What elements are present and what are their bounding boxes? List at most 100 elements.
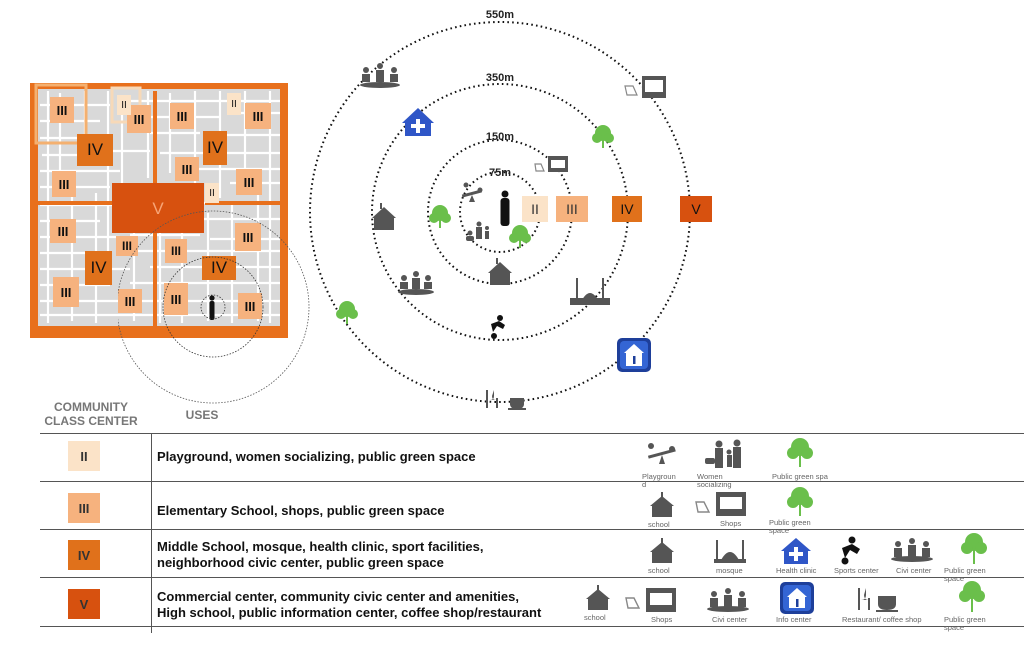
table-rule	[40, 577, 1024, 578]
health-clinic-icon	[402, 108, 434, 136]
ring-label-350m: 350m	[486, 72, 514, 84]
sports-icon	[841, 536, 860, 565]
ring-class-IV-box	[612, 196, 642, 222]
mosque-icon	[714, 540, 746, 563]
ring-class-III-label: III	[566, 201, 578, 217]
info-center-icon	[780, 582, 814, 614]
plan-class-III-center: III	[127, 105, 151, 133]
plan-class-II-center: II	[205, 183, 219, 203]
playground-icon	[461, 182, 483, 202]
plan-class-III-center: III	[238, 293, 262, 319]
table-class-V-box: V	[68, 589, 100, 619]
icon-label: school	[648, 520, 670, 529]
icon-label: mosque	[716, 566, 743, 575]
plan-class-III-center: III	[165, 239, 187, 263]
icon-label: Playgroun d	[642, 472, 676, 489]
plan-class-III-center: III	[52, 171, 76, 197]
women-socializing-icon	[466, 221, 489, 241]
svg-text:V: V	[152, 199, 164, 218]
ring-class-II-box	[522, 196, 548, 222]
icon-label: Women socializing	[697, 472, 732, 489]
civic-center-icon	[398, 271, 434, 295]
icon-label: Info center	[776, 615, 812, 624]
plan-walking-radius-circles	[118, 210, 310, 404]
plan-class-III-center: III	[245, 103, 271, 129]
icon-label: school	[584, 613, 606, 622]
plan-class-IV-center: IV	[85, 251, 112, 285]
ring-class-III-box	[556, 196, 588, 222]
table-class-IV-box: IV	[68, 540, 100, 570]
table-class-III-box: III	[68, 493, 100, 523]
plan-class-III-center: III	[235, 223, 261, 251]
ring-class-II-label: II	[531, 201, 539, 217]
table-class-II-box: II	[68, 441, 100, 471]
public-green-space-icon	[959, 581, 985, 612]
ring-label-150m: 150m	[486, 131, 514, 143]
school-icon	[650, 492, 674, 517]
table-rule	[40, 626, 1024, 627]
icon-label: Sports center	[834, 566, 879, 575]
header-community-class-center: COMMUNITY CLASS CENTER	[44, 400, 138, 428]
plan-class-III-center: III	[116, 236, 138, 256]
health-clinic-icon	[781, 538, 811, 564]
ring-label-75m: 75m	[489, 167, 511, 179]
shops-icon	[624, 76, 666, 98]
public-green-space-icon	[429, 205, 451, 228]
public-green-space-icon	[787, 487, 813, 516]
table-column-divider	[151, 433, 152, 633]
plan-class-III-center: III	[170, 103, 194, 129]
info-center-icon	[617, 338, 651, 372]
school-icon	[372, 203, 396, 230]
table-rule	[40, 481, 1024, 482]
plan-class-IV-center: IV	[77, 134, 113, 166]
public-green-space-icon	[336, 301, 358, 324]
public-green-space-icon	[787, 438, 813, 467]
civic-center-icon	[707, 588, 749, 612]
sports-icon	[491, 315, 505, 339]
uses-row-V: Commercial center, community civic cente…	[157, 589, 542, 620]
icon-label: Civi center	[896, 566, 932, 575]
school-icon	[488, 258, 512, 285]
women-socializing-icon	[705, 439, 741, 468]
plan-class-II-center: II	[227, 93, 241, 115]
icon-label: Public green spa	[772, 472, 828, 481]
person-icon	[209, 295, 215, 320]
uses-row-III: Elementary School, shops, public green s…	[157, 503, 445, 518]
civic-center-icon	[891, 538, 933, 562]
school-icon	[650, 538, 674, 563]
person-icon	[500, 190, 510, 226]
header-uses: USES	[185, 408, 219, 422]
icon-label: school	[648, 566, 670, 575]
plan-class-IV-center: IV	[203, 131, 227, 165]
neighborhood-plan-map: V III III III III III III III III III II…	[30, 83, 288, 338]
public-green-space-icon	[509, 225, 531, 248]
icon-label: Public green space	[944, 615, 986, 632]
shops-icon	[695, 492, 746, 516]
restaurant-coffee-icon	[486, 390, 526, 410]
icon-label: Health clinic	[776, 566, 817, 575]
table-rule	[40, 433, 1024, 434]
icon-label: Restaurant/ coffee shop	[842, 615, 922, 624]
plan-class-III-center: III	[50, 97, 74, 123]
plan-class-III-center: III	[175, 157, 199, 181]
plan-class-III-center: III	[118, 289, 142, 313]
ring-class-V-label: V	[691, 201, 701, 217]
plan-class-III-center: III	[50, 219, 76, 243]
uses-row-II: Playground, women socializing, public gr…	[157, 449, 476, 464]
plan-class-II-center: II	[117, 95, 131, 115]
walking-distance-ring-diagram: 75m 150m 350m 550m II III IV V	[309, 9, 712, 410]
table-rule	[40, 529, 1024, 530]
mosque-icon	[570, 278, 610, 305]
ring-class-IV-label: IV	[620, 201, 634, 217]
plan-class-III-center: III	[53, 277, 79, 307]
icon-label: Public green space	[944, 566, 986, 583]
school-icon	[586, 585, 610, 610]
icon-label: Civi center	[712, 615, 748, 624]
shops-icon	[625, 588, 676, 612]
icon-label: Shops	[651, 615, 673, 624]
restaurant-coffee-icon	[858, 588, 898, 612]
civic-center-icon	[360, 63, 400, 88]
plan-class-III-center: III	[164, 283, 188, 315]
plan-class-III-center: III	[236, 169, 262, 195]
icon-label: Shops	[720, 519, 742, 528]
